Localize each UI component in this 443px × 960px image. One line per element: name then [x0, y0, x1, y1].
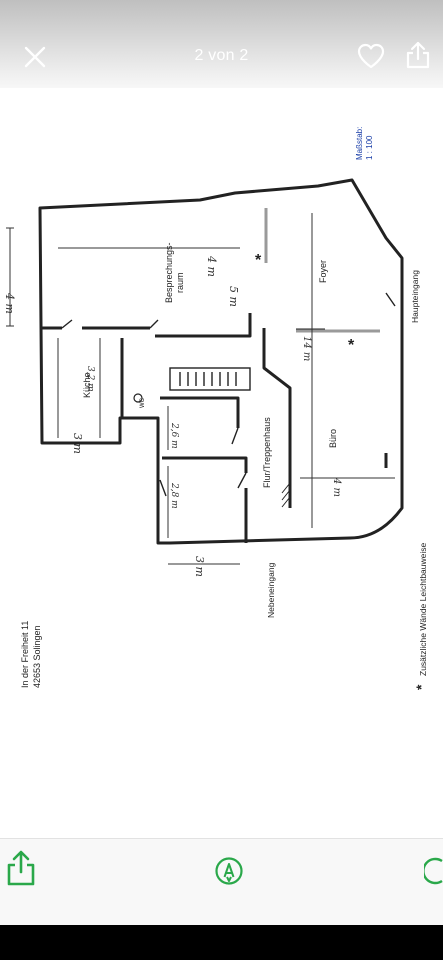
interior-wall — [160, 396, 240, 428]
toolbar-divider — [0, 838, 443, 839]
room-meeting-label: Besprechungs- — [164, 242, 174, 303]
side-entrance-label: Nebeneingang — [266, 562, 276, 618]
room-hallway-label: Flur/Treppenhaus — [262, 417, 272, 488]
page-counter: 2 von 2 — [194, 47, 249, 64]
lightweight-wall-marker: * — [255, 252, 262, 269]
footnote-marker: * — [413, 684, 429, 690]
address-line1: In der Freiheit 11 — [20, 621, 30, 688]
room-foyer-label: Foyer — [318, 260, 328, 283]
dim-divider: 5 m — [227, 286, 240, 307]
footnote-text: Zusätzliche Wände Leichtbauweise — [418, 542, 428, 676]
outer-wall — [38, 178, 404, 545]
dim-kitchen-width: 3 m — [71, 433, 84, 454]
home-indicator-area — [0, 925, 443, 960]
interior-wall — [162, 456, 248, 473]
room-office-label: Büro — [328, 429, 338, 448]
room-meeting-label-2: raum — [175, 272, 185, 293]
address-line2: 42653 Solingen — [32, 625, 42, 688]
floor-plan-document[interactable]: In der Freiheit 11 42653 Solingen Maßsta… — [0, 88, 443, 750]
heart-icon[interactable] — [356, 42, 386, 70]
dim-meeting-depth: 4 m — [3, 292, 16, 314]
share-icon[interactable] — [4, 848, 38, 888]
floor-plan-drawing: In der Freiheit 11 42653 Solingen Maßsta… — [3, 127, 429, 690]
dim-room-b-width: 2,8 m — [169, 482, 179, 509]
rotate-icon[interactable] — [424, 856, 443, 886]
main-entrance-label: Haupteingang — [410, 270, 420, 323]
dim-kitchen-depth: 3,2 m — [85, 366, 95, 392]
dim-foyer-office-length: 14 m — [301, 336, 312, 361]
scale-label: Maßstab: — [355, 127, 364, 160]
interior-wall — [262, 328, 292, 508]
scale-value: 1 : 100 — [365, 135, 374, 160]
staircase — [169, 367, 251, 391]
room-kitchen-label: Küche — [82, 372, 92, 398]
dim-meeting-width: 4 m — [205, 255, 218, 277]
interior-wall — [155, 313, 252, 338]
lightweight-wall-marker: * — [348, 337, 355, 354]
share-icon[interactable] — [404, 40, 432, 70]
dim-office-width: 4 m — [331, 477, 342, 497]
close-icon[interactable] — [22, 44, 48, 70]
markup-pen-icon[interactable] — [214, 856, 244, 886]
top-bar — [0, 0, 443, 88]
dim-room-a-width: 2,6 m — [169, 422, 179, 449]
room-wc-label: WC — [140, 397, 146, 408]
dim-small-rooms-depth: 3 m — [193, 556, 206, 577]
